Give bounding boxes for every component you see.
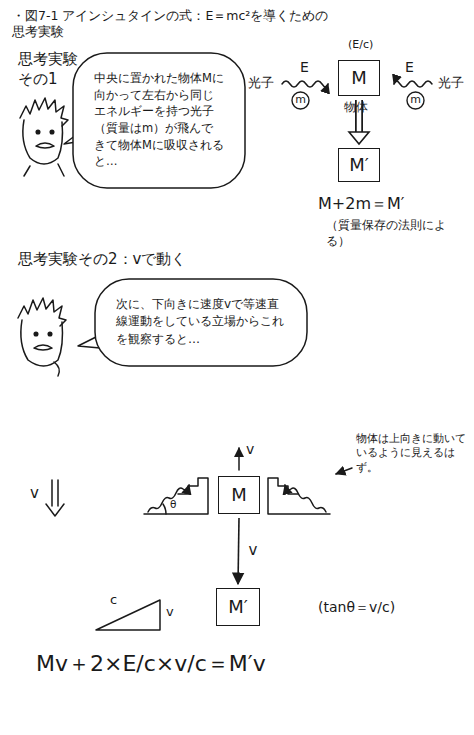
photon-mass-circle: m bbox=[291, 91, 310, 110]
photon-wave bbox=[148, 485, 189, 512]
section-heading: 思考実験 その1 bbox=[18, 50, 88, 89]
einstein-face bbox=[18, 298, 66, 376]
object-box: M′ bbox=[338, 148, 380, 182]
object-label: M bbox=[231, 485, 247, 505]
section-heading: 思考実験その2：vで動く bbox=[18, 250, 186, 270]
leader-line bbox=[336, 468, 352, 474]
edge-label: v bbox=[247, 541, 260, 561]
object-box: M′ bbox=[216, 588, 260, 626]
bubble-text: 中央に置かれた物体Mに向かって左右から同じエネルギーを持つ光子（質量はm）が飛ん… bbox=[94, 70, 224, 170]
speech-bubble: 中央に置かれた物体Mに向かって左右から同じエネルギーを持つ光子（質量はm）が飛ん… bbox=[72, 52, 246, 189]
node-text-group: M bbox=[231, 485, 247, 505]
photon-wave bbox=[282, 81, 328, 87]
light-speed-symbol: c bbox=[110, 592, 117, 609]
callout-note: 物体は上向きに動いているように見えるはず。 bbox=[356, 432, 466, 475]
object-label: M′ bbox=[228, 597, 248, 617]
energy-symbol: E bbox=[405, 58, 414, 76]
hollow-arrow-head bbox=[349, 132, 369, 144]
object-box: M bbox=[218, 476, 260, 514]
arrow-connector bbox=[238, 518, 239, 584]
momentum-note: (E/c) bbox=[348, 38, 373, 52]
speech-bubble: 次に、下向きに速度vで等速直線運動をしている立場からこれを観察すると… bbox=[94, 278, 308, 367]
velocity-symbol: v bbox=[30, 484, 39, 504]
velocity-symbol: v bbox=[246, 440, 254, 458]
staircase-outline bbox=[268, 478, 330, 514]
mustache bbox=[36, 143, 54, 148]
photon-staircase bbox=[268, 478, 330, 514]
object-label: M′ bbox=[349, 155, 369, 175]
circle-shape bbox=[292, 92, 309, 109]
node-text-group: m bbox=[295, 94, 306, 106]
photon-label: 光子 bbox=[438, 75, 464, 92]
head bbox=[23, 120, 63, 164]
hair bbox=[18, 298, 66, 326]
energy-symbol: E bbox=[300, 58, 309, 76]
node-text-group: 中央に置かれた物体Mに向かって左右から同じエネルギーを持つ光子（質量はm）が飛ん… bbox=[94, 70, 224, 170]
einstein-face bbox=[20, 98, 68, 176]
object-box: M bbox=[338, 60, 380, 96]
frame-velocity-arrow bbox=[46, 480, 64, 516]
mass-symbol: m bbox=[295, 94, 306, 106]
photon-staircase bbox=[144, 478, 208, 514]
node-text-group: m bbox=[410, 94, 421, 106]
bubble-shape bbox=[95, 279, 307, 366]
bubble-shape bbox=[73, 53, 245, 188]
bubble-text: 次に、下向きに速度vで等速直線運動をしている立場からこれを観察すると… bbox=[116, 296, 286, 348]
hair bbox=[20, 98, 68, 126]
hand bbox=[54, 362, 59, 376]
circle-shape bbox=[407, 92, 424, 109]
velocity-symbol: v bbox=[166, 604, 174, 621]
tangent-equation: (tanθ＝v/c) bbox=[318, 598, 395, 616]
photon-wave bbox=[285, 485, 326, 512]
angle-arc bbox=[163, 504, 166, 514]
momentum-equation: Mv＋2×E/c×v/c＝M′v bbox=[36, 650, 266, 679]
photon-label: 光子 bbox=[248, 75, 274, 92]
velocity-triangle bbox=[96, 600, 160, 630]
collar bbox=[24, 164, 64, 176]
double-shaft bbox=[52, 480, 58, 506]
node-text-group: M′ bbox=[228, 597, 248, 617]
mass-equation: M+2m＝M′ bbox=[318, 194, 404, 215]
velocity-arrow bbox=[238, 448, 240, 470]
eye bbox=[34, 332, 38, 336]
eye bbox=[48, 332, 52, 336]
node-text-group: M bbox=[351, 68, 367, 88]
mass-symbol: m bbox=[410, 94, 421, 106]
double-head bbox=[46, 504, 64, 516]
connector-group bbox=[238, 518, 239, 584]
node-text-group: 次に、下向きに速度vで等速直線運動をしている立場からこれを観察すると… bbox=[116, 296, 286, 348]
figure-title: ・図7-1 アインシュタインの式：E＝mc²を導くための 思考実験 bbox=[12, 8, 342, 41]
head bbox=[21, 320, 63, 366]
node-text-group: M′ bbox=[349, 155, 369, 175]
object-label: M bbox=[351, 68, 367, 88]
mustache bbox=[34, 345, 52, 350]
eye bbox=[36, 130, 40, 134]
eye bbox=[50, 130, 54, 134]
angle-symbol: θ bbox=[170, 498, 176, 512]
object-caption: 物体 bbox=[344, 100, 368, 116]
photon-wave bbox=[394, 81, 432, 87]
photon-mass-circle: m bbox=[406, 91, 425, 110]
staircase-outline bbox=[144, 478, 208, 514]
equation-note: （質量保存の法則による） bbox=[326, 218, 464, 249]
